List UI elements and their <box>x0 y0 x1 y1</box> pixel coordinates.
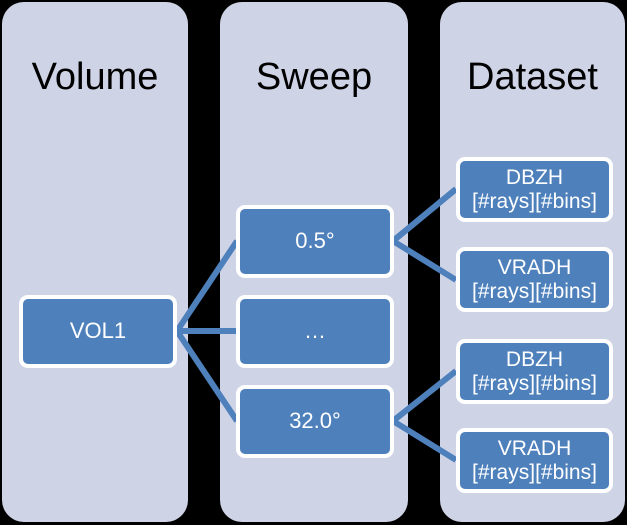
node-dataset-dbzh-2-name: DBZH <box>505 347 564 371</box>
node-dataset-vradh-2[interactable]: VRADH [#rays][#bins] <box>456 428 613 493</box>
heading-sweep: Sweep <box>255 56 373 98</box>
node-dataset-vradh-2-dims: [#rays][#bins] <box>472 460 597 484</box>
node-sweep-ellipsis[interactable]: … <box>236 295 394 368</box>
node-sweep-last-label: 32.0° <box>289 408 341 434</box>
node-sweep-last[interactable]: 32.0° <box>236 385 394 458</box>
node-dataset-dbzh-2[interactable]: DBZH [#rays][#bins] <box>456 339 613 404</box>
panel-volume <box>2 2 188 522</box>
node-sweep-first[interactable]: 0.5° <box>236 205 394 278</box>
heading-dataset: Dataset <box>467 56 598 98</box>
node-vol1[interactable]: VOL1 <box>19 295 177 368</box>
node-vol1-label: VOL1 <box>69 318 127 344</box>
node-sweep-ellipsis-label: … <box>304 318 326 344</box>
node-dataset-dbzh-1-dims: [#rays][#bins] <box>472 189 597 213</box>
node-dataset-vradh-1-dims: [#rays][#bins] <box>472 279 597 303</box>
node-dataset-vradh-1[interactable]: VRADH [#rays][#bins] <box>456 247 613 312</box>
node-dataset-dbzh-1-name: DBZH <box>505 165 564 189</box>
node-dataset-dbzh-2-dims: [#rays][#bins] <box>472 371 597 395</box>
node-dataset-vradh-2-name: VRADH <box>497 436 572 460</box>
node-sweep-first-label: 0.5° <box>295 228 335 254</box>
node-dataset-vradh-1-name: VRADH <box>497 255 572 279</box>
node-dataset-dbzh-1[interactable]: DBZH [#rays][#bins] <box>456 157 613 222</box>
heading-volume: Volume <box>31 56 159 98</box>
